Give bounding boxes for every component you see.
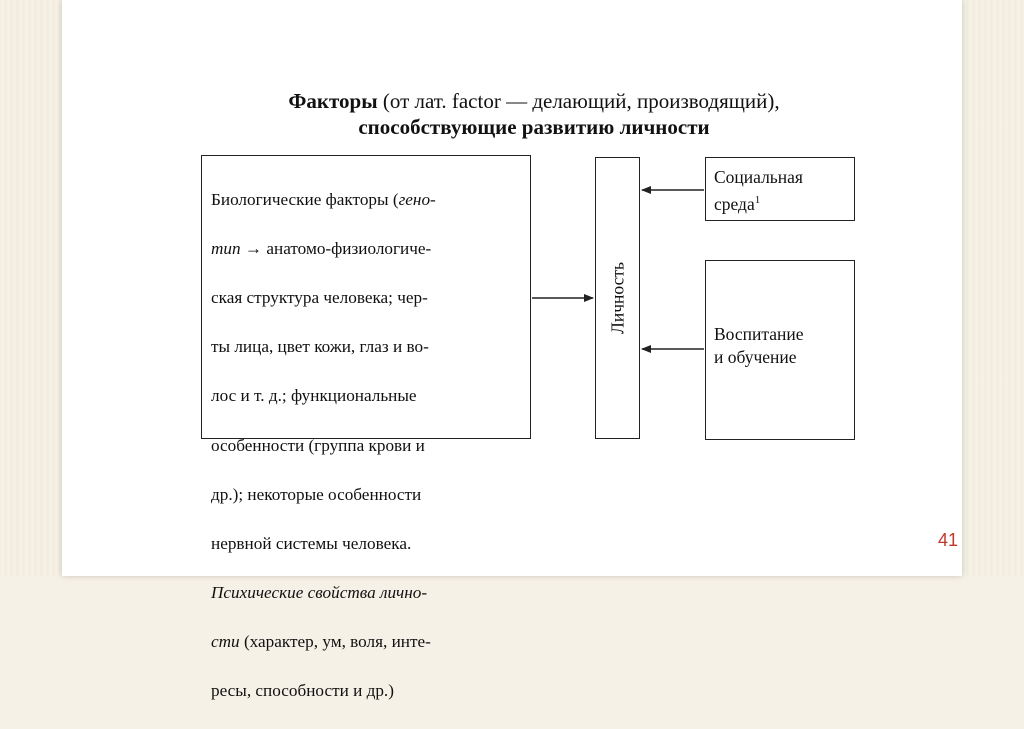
right-background-strip [962, 0, 1024, 576]
page-number: 41 [938, 530, 959, 550]
education-line-1: Воспитание [714, 324, 804, 344]
social-environment-text: Социальная среда1 [706, 158, 854, 216]
bio-line-9-italic: Психические свойства лично- [211, 583, 428, 603]
bio-line-4: ты лица, цвет кожи, глаз и во- [211, 337, 429, 357]
education-text: Воспитание и обучение [706, 261, 854, 369]
title-line-1: Факторы (от лат. factor — делающий, прои… [106, 88, 962, 114]
bio-line-1-italic: гено- [398, 189, 436, 209]
title-line-2: способствующие развитию личности [106, 114, 962, 140]
bio-line-6: особенности (группа крови и [211, 435, 425, 455]
left-background-strip [0, 0, 62, 576]
bio-line-11: ресы, способности и др.) [211, 681, 394, 701]
slide: Факторы (от лат. factor — делающий, прои… [62, 0, 962, 700]
bio-line-2-italic: тип [211, 238, 241, 258]
bio-line-3: ская структура человека; чер- [211, 287, 428, 307]
arrows-layer [532, 186, 704, 353]
bio-line-7: др.); некоторые особенности [211, 484, 422, 504]
bio-line-10: сти (характер, ум, воля, инте- [211, 630, 522, 655]
title-bold-word: Факторы [288, 89, 378, 113]
title-line-1-rest: (от лат. factor — делающий, производящий… [377, 89, 780, 113]
social-line-1: Социальная [714, 167, 803, 187]
social-footnote: 1 [754, 194, 761, 206]
bio-line-1: Биологические факторы (гено- [211, 188, 522, 213]
bio-line-10-normal: (характер, ум, воля, инте- [239, 632, 431, 652]
bio-line-2-normal: → анатомо-физиологиче- [240, 238, 432, 258]
social-environment-box: Социальная среда1 [705, 157, 855, 221]
bio-line-9: Психические свойства лично- [211, 581, 522, 606]
social-line-2: среда1 [714, 189, 846, 216]
bio-line-2: тип → анатомо-физиологиче- [211, 237, 522, 262]
slide-title: Факторы (от лат. factor — делающий, прои… [62, 88, 962, 140]
bio-line-10-italic: сти [211, 632, 240, 652]
bio-line-8: нервной системы человека. [211, 533, 412, 553]
personality-box: Личность [595, 157, 640, 439]
social-line-2-text: среда [714, 193, 755, 214]
title-line-2-text: способствующие развитию личности [358, 115, 710, 139]
bio-line-5: лос и т. д.; функциональные [211, 386, 417, 406]
education-line-2: и обучение [714, 347, 797, 367]
bio-line-1-normal: Биологические факторы ( [211, 189, 399, 209]
education-box: Воспитание и обучение [705, 260, 855, 440]
